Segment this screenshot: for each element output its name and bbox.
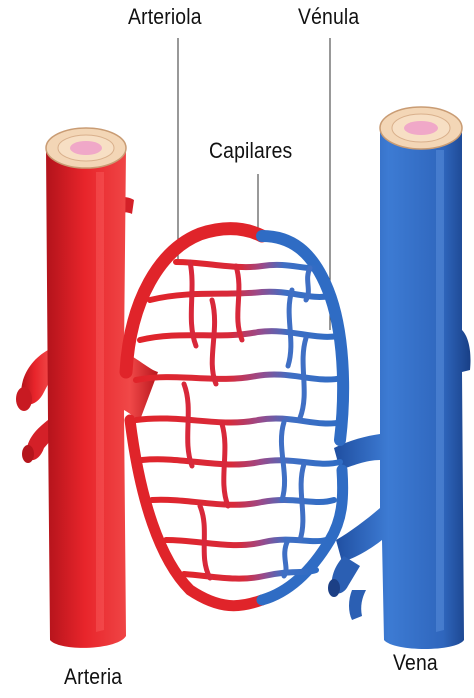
venula-label: Vénula — [298, 4, 359, 30]
capilares-label: Capilares — [209, 138, 292, 164]
vena-label: Vena — [393, 650, 438, 676]
arteriola-label: Arteriola — [128, 4, 202, 30]
capillary-bed — [126, 229, 343, 606]
artery — [16, 128, 158, 648]
vein — [328, 107, 471, 649]
arteria-label: Arteria — [64, 664, 122, 690]
